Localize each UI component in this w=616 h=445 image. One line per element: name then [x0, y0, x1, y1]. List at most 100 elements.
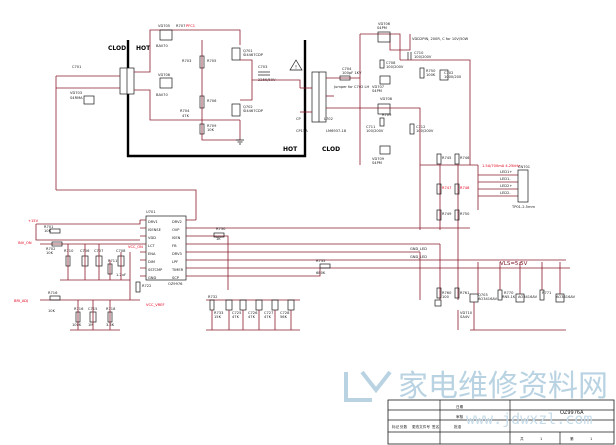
- svg-text:C725: C725: [232, 311, 241, 315]
- svg-text:GND: GND: [148, 276, 156, 280]
- svg-text:TP01-2.5mm: TP01-2.5mm: [511, 205, 535, 209]
- svg-text:LPF: LPF: [172, 260, 178, 264]
- svg-text:VD707: VD707: [372, 85, 384, 89]
- svg-text:C702: C702: [444, 71, 453, 75]
- svg-text:处数: 处数: [400, 424, 408, 429]
- svg-text:SI4467CDP: SI4467CDP: [243, 109, 264, 113]
- svg-text:RN5.1K: RN5.1K: [502, 295, 516, 299]
- watermark-logo-text: 家电维修资料网: [398, 369, 608, 404]
- svg-text:CP: CP: [296, 117, 302, 121]
- svg-text:56K: 56K: [280, 315, 288, 319]
- svg-text:100/200V: 100/200V: [366, 129, 384, 133]
- primary-drive: VD703 S4RMA C701 VD705 BAV70 R707 PFC1 V…: [55, 24, 303, 190]
- svg-text:C711: C711: [366, 125, 375, 129]
- svg-text:LCT: LCT: [148, 244, 156, 248]
- svg-text:100/200V: 100/200V: [414, 55, 432, 59]
- svg-text:GND_LED: GND_LED: [410, 255, 427, 259]
- svg-text:标记: 标记: [392, 424, 400, 429]
- svg-text:R730: R730: [216, 227, 226, 231]
- svg-text:VD709: VD709: [372, 157, 385, 161]
- svg-text:AO3416AV: AO3416AV: [478, 297, 498, 301]
- svg-text:R770: R770: [504, 291, 514, 295]
- svg-text:10K: 10K: [44, 229, 52, 233]
- clod-label-left: CLOD: [108, 45, 126, 52]
- svg-text:R702: R702: [46, 247, 55, 251]
- svg-text:R761: R761: [460, 291, 469, 295]
- svg-text:R746: R746: [460, 156, 470, 160]
- svg-text:更改文件号: 更改文件号: [412, 424, 430, 429]
- control-ic: U701 OZ9976 DRV1 ISENSE VDD LCT ENA DIM …: [56, 189, 570, 290]
- svg-text:VD705: VD705: [158, 24, 170, 28]
- svg-text:Jumper for C702 LH: Jumper for C702 LH: [333, 85, 370, 89]
- svg-text:VD708: VD708: [380, 97, 393, 101]
- svg-text:15K: 15K: [214, 315, 222, 319]
- hot-label-bottom: HOT: [283, 146, 298, 153]
- svg-text:S4PM: S4PM: [372, 161, 382, 165]
- svg-text:第: 第: [570, 436, 574, 441]
- output-stage: R745 R746 R747 R748 R749 R750 1.5A/700mA…: [419, 153, 535, 230]
- svg-text:共: 共: [520, 436, 524, 441]
- svg-text:LED1+: LED1+: [500, 170, 512, 174]
- svg-text:C703: C703: [258, 65, 267, 69]
- sheet-number: 1: [590, 437, 592, 441]
- svg-text:Q701: Q701: [243, 49, 253, 53]
- svg-text:C701: C701: [72, 65, 81, 69]
- svg-text:VD710: VD710: [460, 311, 473, 315]
- svg-text:日期: 日期: [456, 404, 464, 409]
- svg-text:VCC_ON: VCC_ON: [128, 245, 143, 249]
- svg-text:BAV70: BAV70: [156, 93, 168, 97]
- svg-text:DRV3: DRV3: [172, 252, 182, 256]
- svg-text:R745: R745: [442, 156, 451, 160]
- svg-text:R732: R732: [208, 295, 217, 299]
- svg-text:R709: R709: [207, 124, 217, 128]
- bri-adj-label: BRI_ADJ: [14, 299, 28, 303]
- svg-text:OVP: OVP: [172, 228, 180, 232]
- hot-label-top: HOT: [136, 45, 151, 52]
- svg-text:C708: C708: [386, 61, 396, 65]
- svg-text:批准: 批准: [454, 424, 462, 429]
- svg-text:R771: R771: [542, 291, 551, 295]
- svg-text:C728: C728: [280, 311, 290, 315]
- svg-text:VD703: VD703: [70, 91, 82, 95]
- vled-net-label: VLS=5.5V: [500, 261, 528, 267]
- secondary-rectifier: VD706 S4PM VDD2PIN, 200R, C for 10V/50W …: [359, 22, 471, 165]
- svg-text:AO3416AV: AO3416AV: [518, 295, 538, 299]
- svg-text:SSTCMP: SSTCMP: [148, 268, 163, 272]
- svg-text:LED2+: LED2+: [500, 184, 512, 188]
- connector-label: CN701: [518, 165, 530, 169]
- svg-text:FB: FB: [172, 244, 177, 248]
- svg-text:R701: R701: [44, 225, 53, 229]
- watermark: 家电维修资料网 www.jdwxzl.com: [344, 369, 608, 428]
- svg-text:Q702: Q702: [243, 105, 253, 109]
- output-note: 1.5A/700mA 4.25kHz: [482, 164, 520, 168]
- svg-text:R760: R760: [442, 291, 452, 295]
- watermark-url: www.jdwxzl.com: [466, 410, 592, 428]
- bias-network: R701 10K R702 10K R710 C706 C707 R711 C7…: [35, 220, 151, 331]
- svg-text:47K: 47K: [264, 315, 272, 319]
- svg-text:GND_LED: GND_LED: [410, 247, 427, 251]
- svg-text:R707: R707: [176, 24, 185, 28]
- svg-text:S4RMA: S4RMA: [70, 96, 83, 100]
- svg-text:VDD2PIN, 200R, C for 10V/50W: VDD2PIN, 200R, C for 10V/50W: [412, 37, 469, 41]
- svg-text:R750: R750: [426, 69, 436, 73]
- svg-text:R718: R718: [106, 307, 116, 311]
- svg-text:签名: 签名: [432, 424, 440, 429]
- svg-text:R749: R749: [442, 212, 452, 216]
- svg-text:SCP: SCP: [172, 276, 180, 280]
- svg-text:CP15A: CP15A: [296, 129, 308, 133]
- svg-text:C710: C710: [414, 51, 424, 55]
- svg-text:SI4467CDP: SI4467CDP: [243, 53, 264, 57]
- svg-text:100/200V: 100/200V: [386, 65, 404, 69]
- svg-text:审核: 审核: [456, 414, 464, 419]
- svg-text:ISENSE: ISENSE: [148, 228, 162, 232]
- svg-text:47K: 47K: [248, 315, 256, 319]
- svg-text:1000/200: 1000/200: [444, 75, 462, 79]
- svg-text:C727: C727: [264, 311, 273, 315]
- svg-text:R716: R716: [48, 291, 58, 295]
- svg-text:ISEN: ISEN: [172, 236, 181, 240]
- svg-text:R703: R703: [182, 59, 191, 63]
- main-transformer: CP CP15A L702 LM6937-18 Jumper for C702 …: [296, 67, 370, 133]
- vcc-label: +15V: [28, 219, 39, 223]
- svg-text:S4PM: S4PM: [377, 26, 387, 30]
- svg-text:LED1-: LED1-: [500, 177, 511, 181]
